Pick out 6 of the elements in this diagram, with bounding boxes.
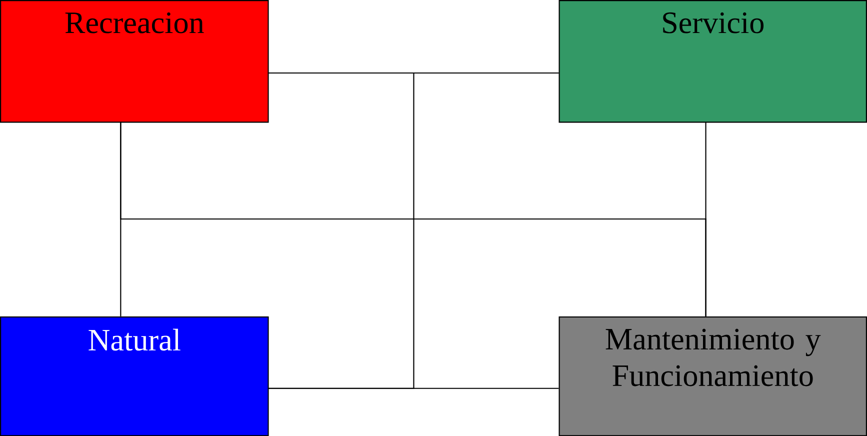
box: Servicio <box>558 0 867 123</box>
connector-line <box>120 122 706 316</box>
connector-line <box>268 72 559 389</box>
box: Recreacion <box>0 0 269 123</box>
box: Natural <box>0 316 269 436</box>
box: Mantenimiento y Funcionamiento <box>558 316 867 436</box>
